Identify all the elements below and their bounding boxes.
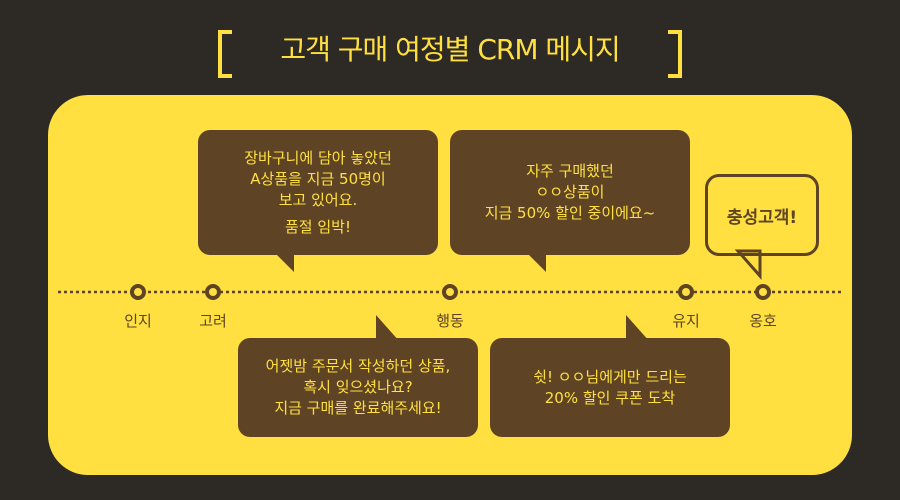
stage-awareness: 인지 bbox=[124, 312, 152, 330]
timeline-node bbox=[678, 284, 694, 300]
bubble-text: 지금 구매를 완료해주세요! bbox=[274, 399, 442, 417]
bubble-tail bbox=[524, 250, 546, 272]
stage-consideration: 고려 bbox=[199, 312, 227, 330]
bubble-text: 보고 있어요. bbox=[278, 190, 358, 209]
page-title: 고객 구매 여정별 CRM 메시지 bbox=[280, 33, 620, 66]
bubble-text: 자주 구매했던 bbox=[526, 162, 614, 180]
bubble-consider: 장바구니에 담아 놓았던 A상품을 지금 50명이 보고 있어요. 품절 임박! bbox=[198, 130, 438, 255]
timeline-node bbox=[130, 284, 146, 300]
bubble-tail bbox=[626, 315, 650, 342]
timeline-node bbox=[755, 284, 771, 300]
bubble-advocate: 충성고객! bbox=[705, 174, 819, 256]
timeline-node bbox=[442, 284, 458, 300]
bubble-text: ㅇㅇ상품이 bbox=[535, 183, 605, 201]
stage-advocacy: 옹호 bbox=[749, 312, 777, 330]
title-bracket-right bbox=[668, 30, 682, 78]
bubble-text: 지금 50% 할인 중이에요~ bbox=[484, 204, 656, 222]
bubble-text: 품절 임박! bbox=[285, 217, 351, 236]
bubble-action-bottom: 어젯밤 주문서 작성하던 상품, 혹시 잊으셨나요? 지금 구매를 완료해주세요… bbox=[238, 338, 478, 437]
bubble-tail bbox=[272, 250, 294, 272]
bubble-text: A상품을 지금 50명이 bbox=[250, 169, 386, 188]
stage-retention: 유지 bbox=[672, 312, 700, 330]
bubble-tail bbox=[734, 249, 762, 280]
title-bracket-left bbox=[218, 30, 232, 78]
bubble-text: 쉿! ㅇㅇ님에게만 드리는 bbox=[533, 367, 687, 386]
bubble-text: 혹시 잊으셨나요? bbox=[303, 378, 413, 396]
bubble-tail bbox=[376, 315, 400, 342]
bubble-action-top: 자주 구매했던 ㅇㅇ상품이 지금 50% 할인 중이에요~ bbox=[450, 130, 690, 255]
bubble-retain: 쉿! ㅇㅇ님에게만 드리는 20% 할인 쿠폰 도착 bbox=[490, 338, 730, 437]
bubble-text: 어젯밤 주문서 작성하던 상품, bbox=[265, 357, 451, 375]
timeline-node bbox=[205, 284, 221, 300]
stage-action: 행동 bbox=[436, 312, 464, 330]
bubble-text: 장바구니에 담아 놓았던 bbox=[244, 148, 392, 167]
bubble-text: 20% 할인 쿠폰 도착 bbox=[544, 388, 676, 407]
